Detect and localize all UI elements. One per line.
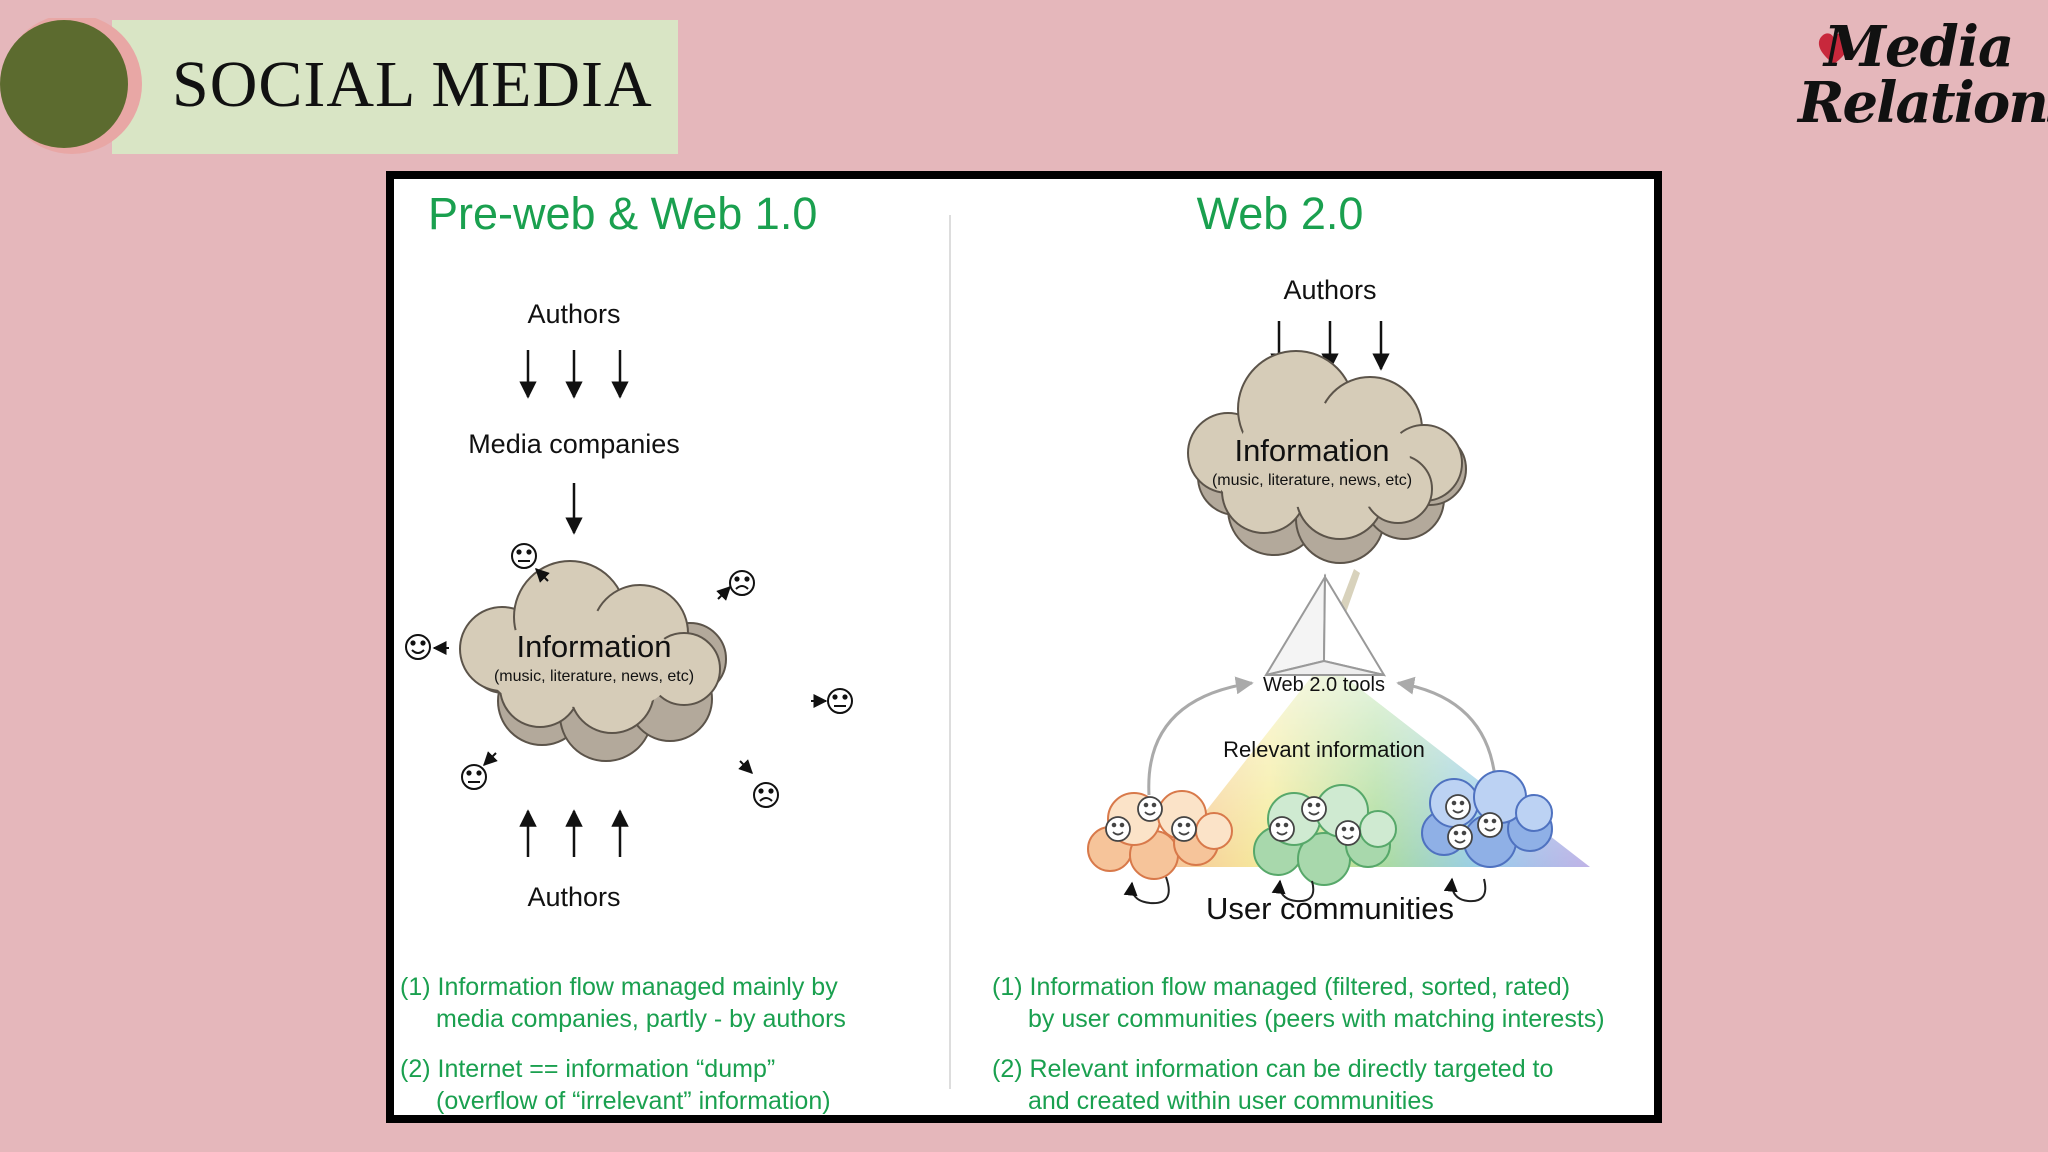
right-authors: Authors xyxy=(1283,275,1376,305)
title-banner xyxy=(112,20,678,154)
left-media-companies: Media companies xyxy=(468,429,680,459)
logo-text-media: Media xyxy=(1824,14,2014,80)
prism-icon xyxy=(1263,573,1387,677)
left-authors-bottom: Authors xyxy=(527,882,620,912)
web2-tools-label: Web 2.0 tools xyxy=(1263,674,1385,696)
happy-face-icon xyxy=(1447,824,1473,850)
left-note2-line2: (overflow of “irrelevant” information) xyxy=(436,1087,831,1115)
happy-face-icon xyxy=(1477,812,1503,838)
left-authors-up-arrows xyxy=(519,809,629,857)
happy-face-icon xyxy=(1269,816,1295,842)
left-note2-line1: (2) Internet == information “dump” xyxy=(400,1055,775,1083)
neutral-face-icon xyxy=(511,543,537,569)
left-authors-top: Authors xyxy=(527,299,620,329)
page-title: SOCIAL MEDIA xyxy=(172,48,653,121)
left-note1-line2: media companies, partly - by authors xyxy=(436,1005,846,1033)
left-heading: Pre-web & Web 1.0 xyxy=(428,188,817,239)
left-authors-arrows xyxy=(519,350,629,399)
sad-face-icon xyxy=(753,782,779,808)
right-heading: Web 2.0 xyxy=(1197,188,1364,239)
right-note1-line1: (1) Information flow managed (filtered, … xyxy=(992,973,1570,1001)
neutral-face-icon xyxy=(461,764,487,790)
left-cloud-title: Information xyxy=(516,629,671,664)
logo-text-relations: Relations xyxy=(1798,70,2048,136)
web-comparison-diagram: Pre-web & Web 1.0 Authors Media companie… xyxy=(400,188,1605,1115)
left-cloud-subtitle: (music, literature, news, etc) xyxy=(494,668,694,685)
relevant-information-label: Relevant information xyxy=(1223,737,1425,762)
user-communities-label: User communities xyxy=(1206,891,1454,926)
happy-face-icon xyxy=(1171,816,1197,842)
right-information-cloud xyxy=(1187,350,1467,564)
happy-face-icon xyxy=(1335,820,1361,846)
happy-face-icon xyxy=(405,634,431,660)
right-note2-line2: and created within user communities xyxy=(1028,1087,1434,1115)
heart-icon xyxy=(1818,33,1850,64)
left-information-cloud xyxy=(459,560,727,762)
happy-face-icon xyxy=(1137,796,1163,822)
happy-face-icon xyxy=(1301,796,1327,822)
community-faces xyxy=(1105,794,1503,850)
happy-face-icon xyxy=(1105,816,1131,842)
neutral-face-icon xyxy=(827,688,853,714)
happy-face-icon xyxy=(1445,794,1471,820)
right-cloud-subtitle: (music, literature, news, etc) xyxy=(1212,472,1412,489)
sad-face-icon xyxy=(729,570,755,596)
right-note2-line1: (2) Relevant information can be directly… xyxy=(992,1055,1553,1083)
media-relations-logo: Media Relations xyxy=(1790,14,2048,144)
community-loop-arrows xyxy=(1123,876,1487,905)
diagram-frame: Pre-web & Web 1.0 Authors Media companie… xyxy=(386,171,1662,1123)
right-note1-line2: by user communities (peers with matching… xyxy=(1028,1005,1605,1033)
left-note1-line1: (1) Information flow managed mainly by xyxy=(400,973,838,1001)
banner-circle-icon xyxy=(0,18,142,154)
dispersal-arrows xyxy=(432,568,828,774)
right-cloud-title: Information xyxy=(1234,433,1389,468)
left-panel: Pre-web & Web 1.0 Authors Media companie… xyxy=(400,188,853,1115)
right-panel: Web 2.0 Authors xyxy=(992,188,1605,1115)
audience-faces xyxy=(405,543,853,808)
